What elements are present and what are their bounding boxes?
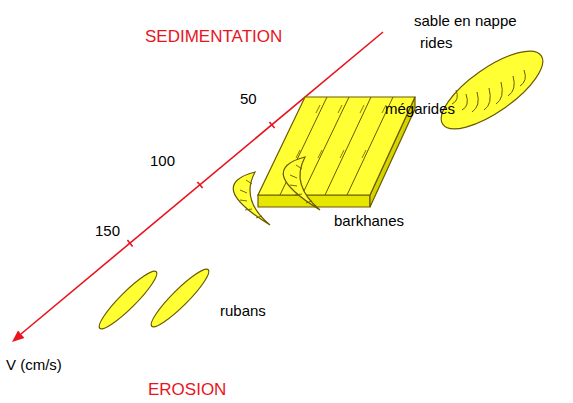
axis-tick [197,182,202,188]
sand-sheet [430,38,554,143]
axis-value: 150 [95,222,120,239]
bedform-label: mégarides [385,100,455,117]
bedform-label: barkhanes [334,212,404,229]
axis-value: 50 [240,90,257,107]
axis-tick [269,122,274,128]
bedform-label: rubans [220,302,266,319]
axis-tick [127,240,132,246]
axis-title: V (cm/s) [6,356,62,373]
zone-title: SEDIMENTATION [145,27,282,47]
bedform-label: rides [420,34,453,51]
zone-title: EROSION [148,380,226,400]
sand-ribbons [94,264,214,334]
bedform-label: sable en nappe [414,12,517,29]
axis-arrowhead [12,331,24,343]
axis-value: 100 [150,152,175,169]
barchan-dunes [233,157,320,225]
